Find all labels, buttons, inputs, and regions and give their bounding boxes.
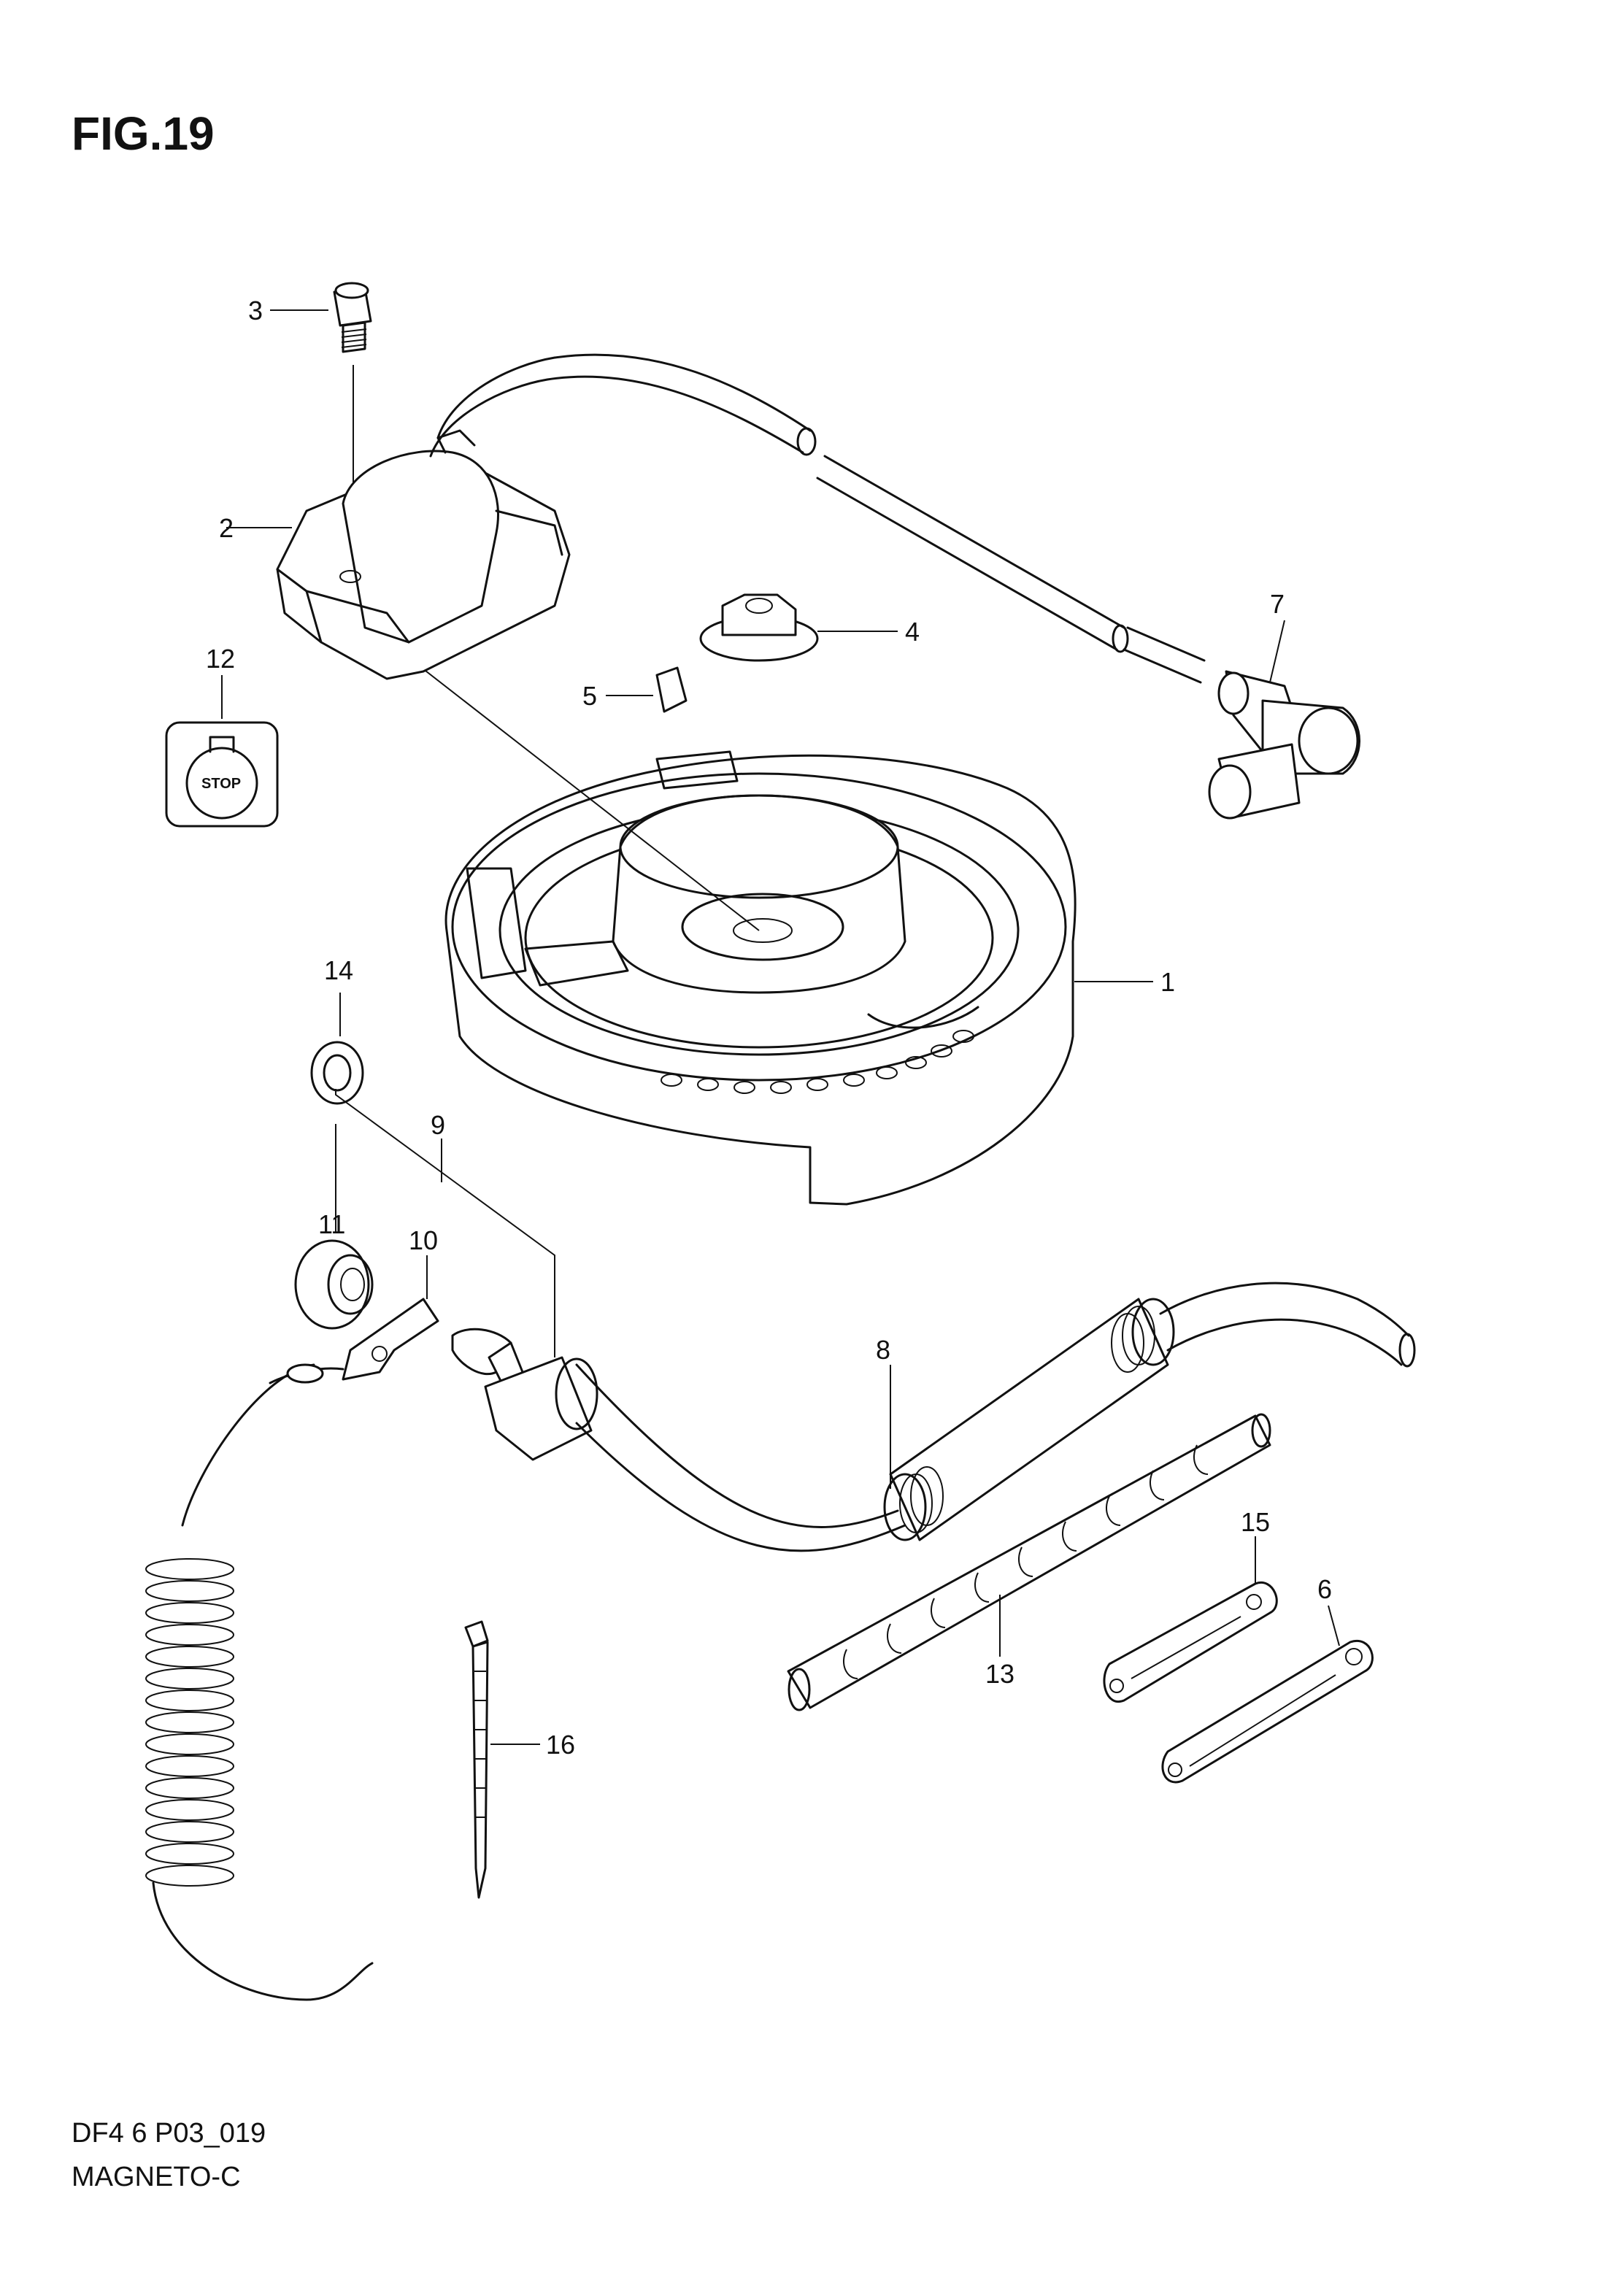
clamp-15-part xyxy=(1103,1581,1278,1703)
stop-switch-part xyxy=(451,1328,906,1552)
callout-6: 6 xyxy=(1317,1574,1332,1604)
callout-16: 16 xyxy=(546,1730,575,1760)
bolt-part xyxy=(333,282,372,353)
tube-protector-part xyxy=(883,1282,1416,1541)
callout-15: 15 xyxy=(1241,1507,1270,1537)
plug-cap-part xyxy=(1208,670,1360,820)
callout-9: 9 xyxy=(431,1110,445,1140)
figure-subtitle: MAGNETO-C xyxy=(72,2162,241,2192)
callout-3: 3 xyxy=(248,296,263,325)
callout-11: 11 xyxy=(318,1209,345,1239)
callout-12: 12 xyxy=(206,644,235,674)
callout-14: 14 xyxy=(324,955,353,985)
lanyard-clip-part xyxy=(342,1298,439,1381)
flywheel-part xyxy=(444,750,1077,1206)
callout-1: 1 xyxy=(1160,967,1175,997)
cable-tie-part xyxy=(464,1620,489,1899)
callout-13: 13 xyxy=(985,1659,1014,1689)
stop-label: STOP xyxy=(201,776,241,792)
clamp-6-part xyxy=(1161,1639,1374,1784)
figure-title: FIG.19 xyxy=(72,107,215,160)
ht-cable xyxy=(429,353,1206,684)
callout-5: 5 xyxy=(582,681,597,711)
callout-2: 2 xyxy=(219,513,234,543)
ignition-coil-part xyxy=(276,429,571,680)
seal-part xyxy=(294,1239,374,1330)
model-code: DF4 6 P03_019 xyxy=(72,2118,266,2149)
nut-part xyxy=(699,593,819,662)
callout-7: 7 xyxy=(1270,589,1285,619)
washer-part xyxy=(310,1041,364,1105)
lanyard-cord xyxy=(145,1363,374,2001)
callout-4: 4 xyxy=(905,617,920,647)
spiral-tube-part xyxy=(787,1413,1271,1711)
callout-10: 10 xyxy=(409,1225,438,1255)
callout-8: 8 xyxy=(876,1335,890,1365)
key-part xyxy=(655,666,688,713)
stop-decal-part: STOP xyxy=(165,721,279,828)
